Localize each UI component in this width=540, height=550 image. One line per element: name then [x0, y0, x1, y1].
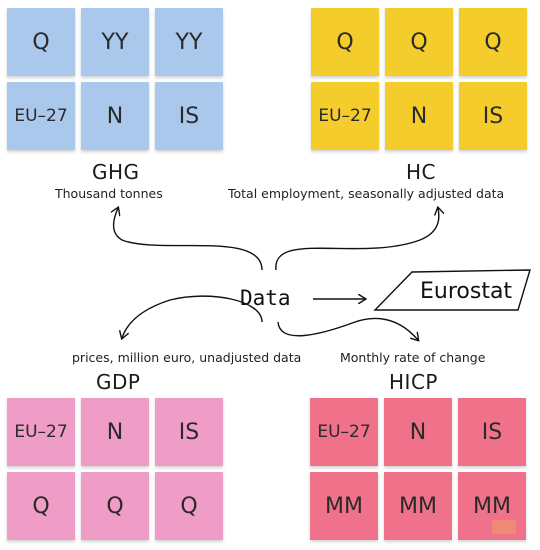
gdp-title: GDP — [96, 370, 141, 394]
center-data-label: Data — [240, 286, 291, 310]
ghg-note-1-2: YY — [81, 8, 149, 76]
ghg-note-1-3: YY — [155, 8, 223, 76]
hicp-note-2-2: MM — [384, 472, 452, 540]
arrow-to-gdp — [122, 295, 263, 338]
gdp-note-1-2: N — [81, 398, 149, 466]
gdp-unit: prices, million euro, unadjusted data — [72, 350, 302, 365]
gdp-note-2-1: Q — [7, 472, 75, 540]
hicp-note-1-3: IS — [458, 398, 526, 466]
hc-note-2-3: IS — [459, 82, 527, 150]
ghg-note-2-3: IS — [155, 82, 223, 150]
hicp-note-2-1: MM — [310, 472, 378, 540]
hc-note-2-1: EU–27 — [311, 82, 379, 150]
hicp-title: HICP — [389, 370, 438, 394]
arrow-to-hc — [275, 208, 439, 271]
hicp-unit: Monthly rate of change — [340, 350, 486, 365]
gdp-note-2-2: Q — [81, 472, 149, 540]
hc-note-1-2: Q — [385, 8, 453, 76]
hc-note-1-1: Q — [311, 8, 379, 76]
ghg-note-2-1: EU–27 — [7, 82, 75, 150]
arrow-to-hicp — [277, 317, 418, 340]
arrow-to-ghg — [114, 208, 263, 271]
hc-unit: Total employment, seasonally adjusted da… — [228, 186, 505, 201]
hc-note-2-2: N — [385, 82, 453, 150]
ghg-unit: Thousand tonnes — [55, 186, 163, 201]
gdp-note-2-3: Q — [155, 472, 223, 540]
gdp-note-1-3: IS — [155, 398, 223, 466]
ghg-note-1-1: Q — [7, 8, 75, 76]
ghg-note-2-2: N — [81, 82, 149, 150]
eurostat-box — [373, 269, 531, 311]
hicp-note-1-1: EU–27 — [310, 398, 378, 466]
hc-title: HC — [406, 160, 437, 184]
eurostat-label: Eurostat — [420, 279, 513, 304]
gdp-note-1-1: EU–27 — [7, 398, 75, 466]
ghg-title: GHG — [92, 160, 140, 184]
hicp-note-1-2: N — [384, 398, 452, 466]
decorative-tape — [492, 520, 516, 534]
hc-note-1-3: Q — [459, 8, 527, 76]
